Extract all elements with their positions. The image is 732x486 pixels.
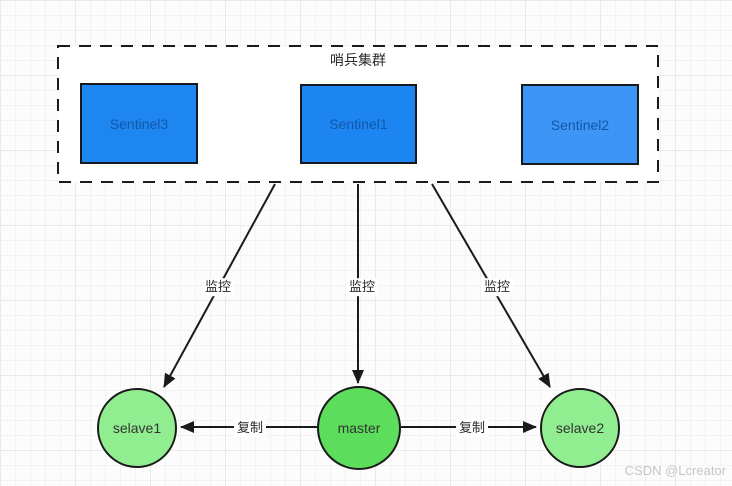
node-selave1-label: selave1	[112, 420, 162, 436]
csdn-watermark: CSDN @Lcreator	[624, 463, 726, 478]
node-master: master	[317, 386, 401, 470]
monitor-label-left: 监控	[201, 278, 235, 296]
node-selave2-label: selave2	[555, 420, 605, 436]
node-sentinel2-label: Sentinel2	[550, 116, 610, 133]
monitor-label-right: 监控	[480, 278, 514, 296]
node-sentinel3: Sentinel3	[80, 83, 198, 164]
node-sentinel1: Sentinel1	[300, 84, 417, 164]
node-selave1: selave1	[97, 388, 177, 468]
cluster-title: 哨兵集群	[330, 52, 386, 68]
node-master-label: master	[337, 420, 381, 436]
node-sentinel3-label: Sentinel3	[109, 115, 169, 132]
replicate-label-right: 复制	[455, 419, 489, 437]
node-sentinel2: Sentinel2	[521, 84, 639, 165]
replicate-label-left: 复制	[233, 419, 267, 437]
node-sentinel1-label: Sentinel1	[329, 116, 388, 132]
monitor-label-center: 监控	[345, 278, 379, 296]
node-selave2: selave2	[540, 388, 620, 468]
